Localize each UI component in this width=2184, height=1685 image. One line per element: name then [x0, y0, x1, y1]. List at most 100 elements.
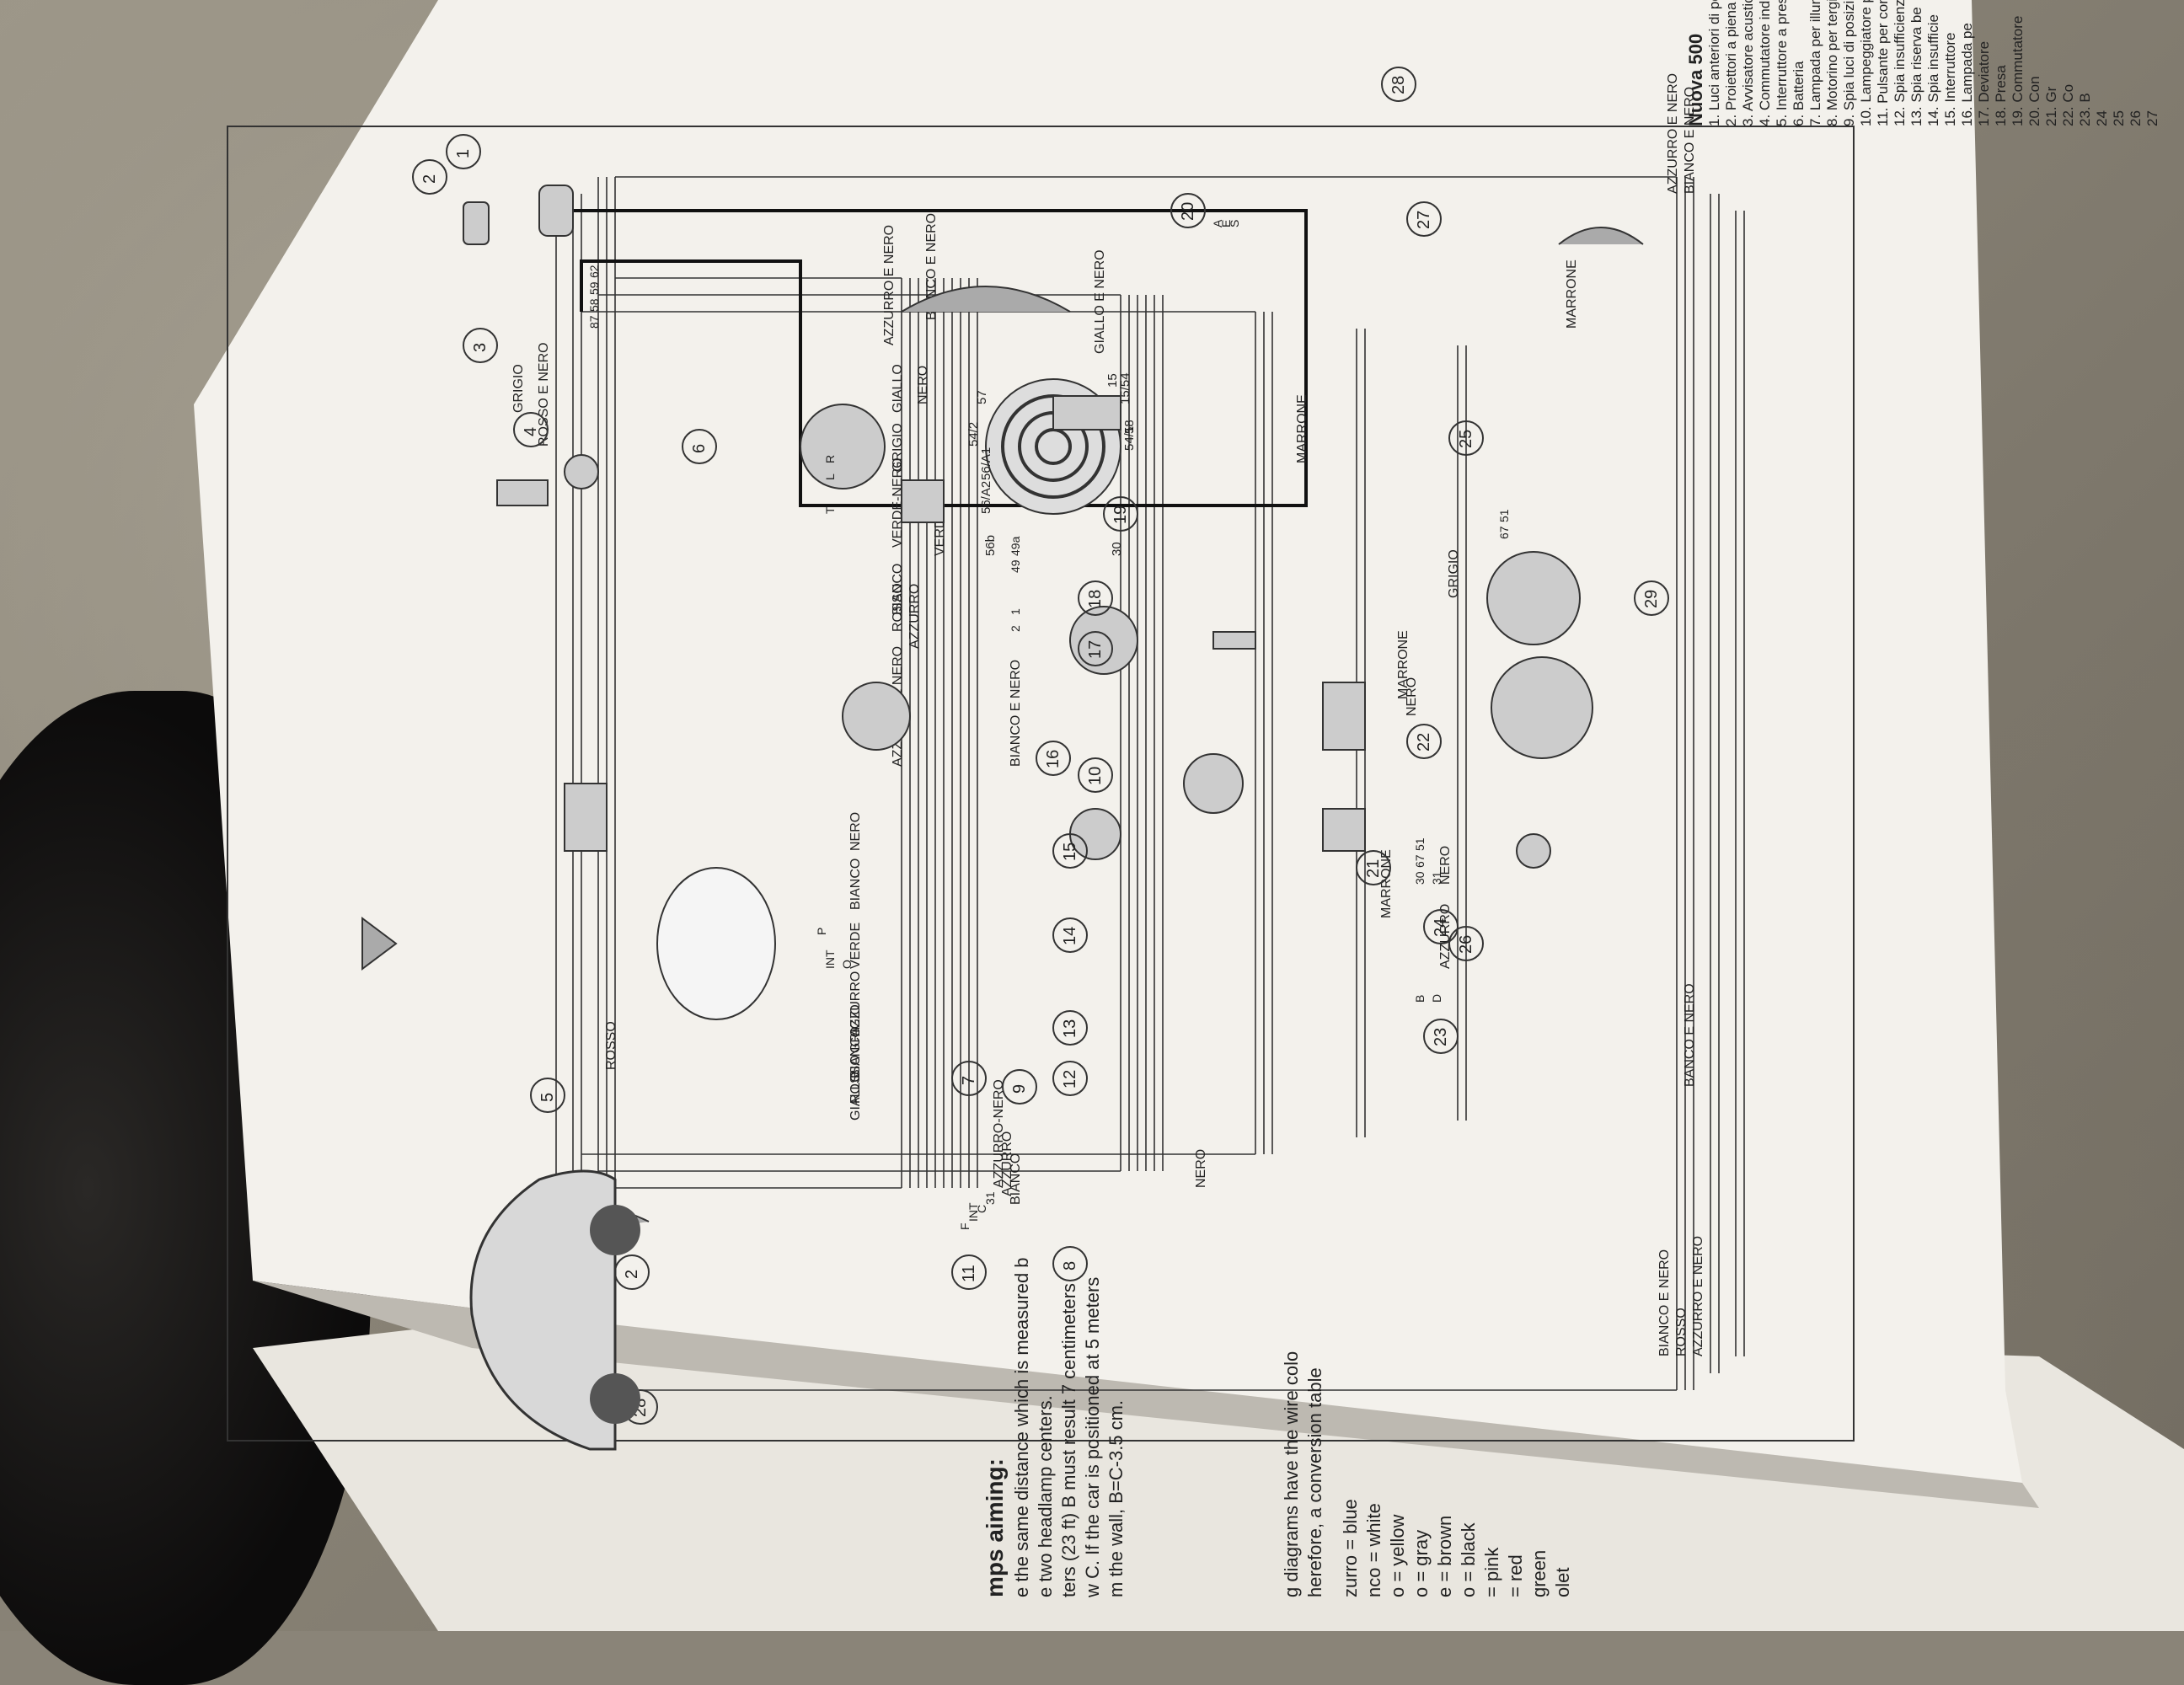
terminal-30: 30 [1110, 542, 1124, 556]
terminal-56-a1: 56/A1 [979, 447, 993, 480]
aiming-line-1: e the same distance which is measured b [1011, 1257, 1032, 1597]
component-26: 26 [1457, 935, 1475, 954]
component-15: 15 [1061, 842, 1079, 861]
terminal-l: L [823, 473, 837, 480]
legend-23: 23. B [2077, 93, 2093, 126]
manual-svg: 15/54 15 58 54/1 30 56b 56/A2 56/A1 54/2… [194, 0, 2184, 1631]
component-24: 24 [1432, 918, 1450, 937]
terminal-54-1: 54/1 [1122, 426, 1137, 451]
terminal-1: 1 [1009, 608, 1022, 615]
terminal-31-8: 31 [983, 1191, 997, 1205]
terminal-62: 62 [587, 265, 601, 278]
wire-label-rosso-left: ROSSO [604, 1021, 618, 1070]
component-10: 10 [1086, 767, 1105, 785]
component-18: 18 [1086, 590, 1105, 608]
legend-12: 12. Spia insufficienz [1892, 0, 1908, 126]
terminal-58b: 58 [587, 298, 601, 312]
legend-1: 1. Luci anteriori di posizione e [1706, 0, 1722, 126]
wire-label-grigio-mid: GRIGIO [848, 1004, 863, 1053]
legend-26: 26 [2128, 110, 2144, 126]
terminal-57: 57 [975, 390, 989, 404]
wire-label-azzurro-e-nero-right: AZZURRO E NERO [1666, 73, 1680, 194]
legend-15: 15. Interruttore [1942, 32, 1958, 126]
component-13: 13 [1061, 1019, 1079, 1038]
wire-label-grigio-27: GRIGIO [1447, 549, 1461, 598]
wire-label-bianco-e-nero-right: BIANCO E NERO [1683, 87, 1697, 194]
wire-label-marrone-low: MARRONE [1396, 630, 1410, 699]
terminal-51-b: 51 [1497, 509, 1511, 522]
legend-3: 3. Avvisatore acustico [1740, 0, 1756, 126]
component-28: 28 [1389, 76, 1408, 94]
terminal-59: 59 [587, 281, 601, 295]
component-3: 3 [471, 343, 490, 352]
legend-8: 8. Motorino per tergicri [1824, 0, 1840, 126]
wire-label-rosso-e-nero: ROSSO E NERO [537, 342, 551, 447]
wire-label-bianco-mid: BIANCO [848, 859, 863, 910]
legend-21: 21. Gr [2043, 86, 2059, 126]
wire-label-azzurro-nero: AZZURRO-NERO [992, 1079, 1006, 1188]
component-2: 2 [420, 174, 439, 184]
color-3: o = yellow [1387, 1514, 1408, 1597]
legend-7: 7. Lampada per illum [1807, 0, 1823, 126]
wire-label-bianco-low: BIANCO [1009, 1153, 1023, 1205]
conversion-line-1: g diagrams have the wire colo [1281, 1351, 1302, 1597]
wire-label-nero: NERO [916, 366, 930, 404]
legend-14: 14. Spia insufficie [1925, 14, 1941, 126]
component-22: 22 [1415, 733, 1433, 752]
component-symbols [361, 185, 1644, 1239]
aiming-line-2: e two headlamp centers. [1035, 1395, 1056, 1597]
component-21: 21 [1364, 859, 1383, 878]
terminal-s: S [1228, 220, 1241, 227]
legend-10: 10. Lampeggiatore per [1858, 0, 1874, 126]
wire-label-marrone-mid: MARRONE [1295, 394, 1309, 463]
diagram-frame [227, 126, 1855, 1442]
aiming-line-4: w C. If the car is positioned at 5 meter… [1082, 1277, 1103, 1598]
legend-13: 13. Spia riserva be [1908, 7, 1924, 126]
terminal-int-8: INT [966, 1202, 980, 1222]
legend-16: 16. Lampada pe [1959, 23, 1975, 126]
wire-label-grigio-top: GRIGIO [511, 364, 526, 413]
terminal-30-relay: 30 [1413, 871, 1427, 885]
component-12: 12 [1061, 1070, 1079, 1089]
main-page [194, 0, 2022, 1483]
wire-label-azzurro-mid: AZZURRO [848, 971, 863, 1036]
terminal-15: 15 [1105, 373, 1120, 388]
terminal-56-a2: 56/A2 [979, 481, 993, 514]
aiming-heading: mps aiming: [982, 1458, 1008, 1597]
legend-24: 24 [2094, 110, 2110, 126]
legend-27: 27 [2144, 110, 2160, 126]
wire-label-verde-mid: VERDE [848, 923, 863, 969]
component-numbers: 1 2 3 4 6 5 2 7 8 9 10 [412, 67, 1669, 1425]
legend-4: 4. Commutatore indicatori [1757, 0, 1773, 126]
wire-label-nero-21: NERO [1405, 677, 1419, 716]
component-14: 14 [1061, 927, 1079, 945]
component-11: 11 [960, 1265, 978, 1282]
wire-label-azzurro: AZZURRO [907, 584, 922, 649]
wire-label-banco-e-nero: BANCO E NERO [1683, 983, 1697, 1087]
aiming-line-3: ters (23 ft) B must result 7 centimeters [1058, 1283, 1079, 1597]
wiring-diagram: 15/54 15 58 54/1 30 56b 56/A2 56/A1 54/2… [227, 0, 2160, 1442]
terminal-b: B [1413, 995, 1427, 1003]
terminal-49: 49 [1009, 559, 1022, 573]
aiming-line-5: m the wall, B=C-3.5 cm. [1105, 1400, 1127, 1597]
terminal-67-b: 67 [1497, 526, 1511, 539]
wire-label-giallo: GIALLO [891, 364, 905, 413]
terminal-67: 67 [1413, 854, 1427, 868]
color-2: nco = white [1363, 1503, 1384, 1597]
legend-list: 1. Luci anteriori di posizione e 2. Proi… [1706, 0, 2160, 126]
color-7: = pink [1481, 1547, 1502, 1597]
component-16: 16 [1044, 750, 1063, 768]
component-8: 8 [1061, 1261, 1079, 1270]
terminal-56b: 56b [983, 535, 998, 556]
terminal-p: P [815, 928, 828, 935]
terminal-54-2: 54/2 [966, 422, 981, 447]
terminal-t: T [823, 506, 837, 514]
component-23: 23 [1432, 1028, 1450, 1046]
legend-6: 6. Batteria [1791, 61, 1807, 126]
legend-25: 25 [2111, 110, 2127, 126]
terminal-2: 2 [1009, 625, 1022, 632]
legend-2: 2. Proiettori a piena luce ed a [1723, 0, 1739, 126]
terminal-d: D [1430, 994, 1443, 1003]
color-4: o = gray [1410, 1530, 1432, 1597]
component-1: 1 [454, 149, 473, 158]
